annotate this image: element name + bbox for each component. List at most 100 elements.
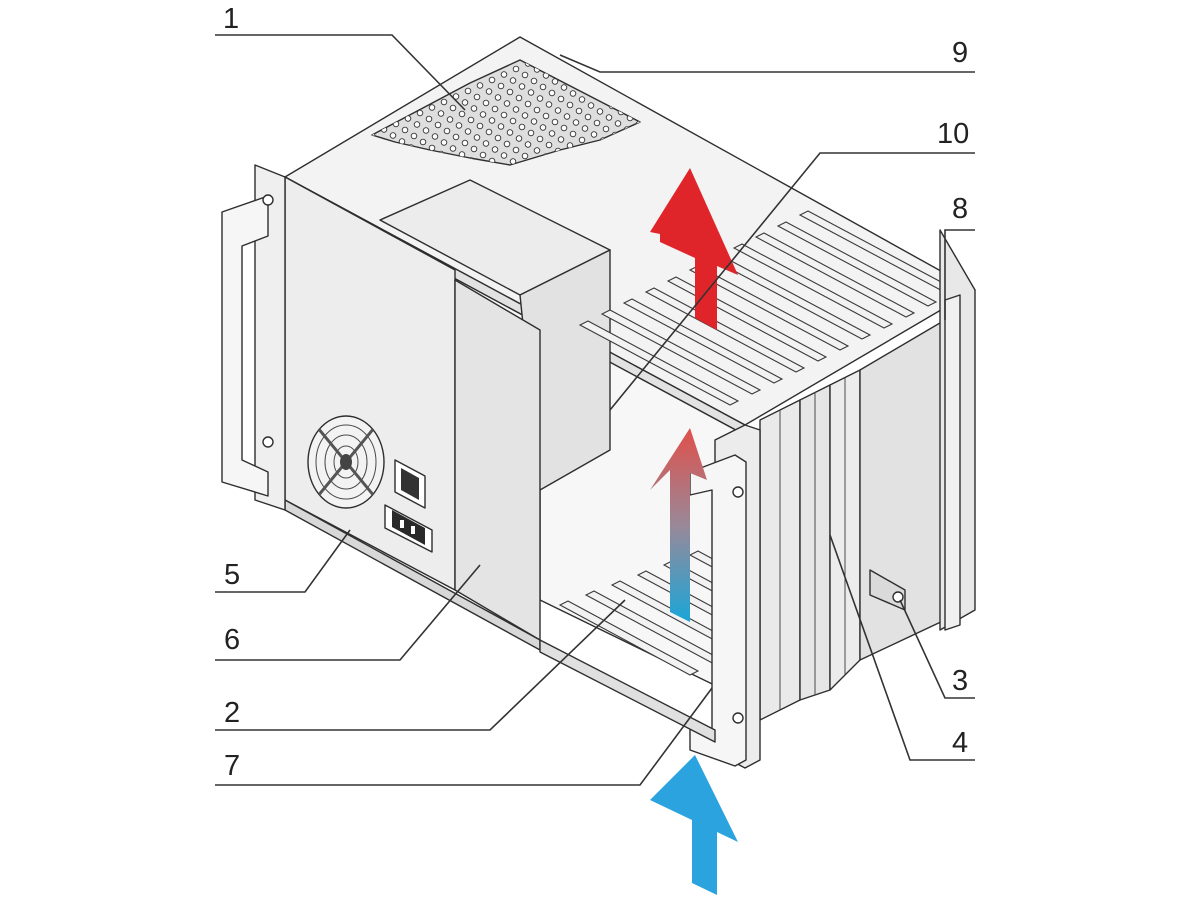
- perforation-hole: [548, 130, 556, 137]
- perforation-hole: [654, 93, 660, 99]
- perforation-hole: [503, 100, 511, 107]
- perforation-hole: [428, 104, 436, 111]
- perforation-hole: [536, 95, 544, 102]
- perforation-hole: [452, 93, 460, 100]
- perforation-hole: [554, 107, 562, 114]
- perforation-hole: [669, 76, 675, 82]
- perforation-hole: [443, 127, 451, 135]
- perforation-hole: [602, 125, 610, 133]
- perforation-hole: [494, 94, 502, 101]
- perforation-hole: [557, 95, 565, 103]
- perforation-hole: [551, 118, 559, 126]
- perforation-hole: [654, 52, 660, 58]
- perforation-hole: [500, 111, 508, 119]
- perforation-hole: [479, 151, 487, 159]
- perforation-hole: [518, 123, 526, 131]
- perforation-hole: [464, 128, 472, 135]
- leader-9: [559, 54, 975, 73]
- perforation-hole: [581, 125, 589, 132]
- perforation-hole: [539, 83, 547, 91]
- perforation-hole: [497, 82, 505, 90]
- perforation-hole: [512, 146, 520, 154]
- perforation-hole: [542, 112, 550, 120]
- perforation-hole: [693, 65, 699, 71]
- perforation-hole: [500, 71, 508, 78]
- perforation-hole: [437, 110, 445, 117]
- perforation-hole: [702, 111, 708, 117]
- label-1: 1: [223, 3, 239, 35]
- perforation-hole: [651, 104, 657, 110]
- perforation-hole: [648, 75, 654, 81]
- leader-5: [215, 529, 351, 593]
- card-guide-rail: [578, 320, 740, 406]
- perforation-hole: [488, 117, 496, 124]
- card-guide-rails-top: [578, 210, 960, 406]
- perforation-hole: [657, 81, 663, 87]
- perforation-hole: [612, 51, 618, 57]
- left-handle: [221, 164, 286, 511]
- cool-air-arrow: [650, 755, 738, 895]
- perforation-hole: [582, 45, 588, 51]
- perforation-hole: [476, 82, 484, 89]
- label-9: 9: [952, 37, 968, 69]
- card-guide-rail: [732, 243, 894, 329]
- perforation-hole: [632, 91, 640, 99]
- perforation-hole: [530, 77, 538, 85]
- perforation-hole: [479, 111, 487, 118]
- perforation-hole: [726, 100, 732, 106]
- perforation-hole: [530, 118, 538, 125]
- perforation-hole: [645, 46, 651, 52]
- perforation-hole: [482, 99, 490, 107]
- card-guide-rail: [600, 309, 762, 395]
- perforation-hole: [527, 129, 535, 137]
- perforation-hole: [410, 132, 418, 140]
- perforation-hole: [449, 104, 457, 112]
- perforation-hole: [593, 119, 601, 127]
- rear-panel: [869, 229, 976, 631]
- perforation-hole: [533, 147, 541, 154]
- perforation-hole: [606, 34, 612, 40]
- perforation-hole: [560, 84, 568, 91]
- perforation-hole: [527, 89, 535, 96]
- perforation-hole: [624, 46, 630, 52]
- perforation-hole: [509, 158, 517, 165]
- perforation-hole: [609, 22, 615, 28]
- perforation-hole: [518, 83, 526, 90]
- perforation-hole: [509, 77, 517, 84]
- perforation-hole: [551, 78, 559, 85]
- perforation-hole: [464, 87, 472, 95]
- card-guide-rail: [776, 221, 938, 307]
- perforation-hole: [657, 41, 663, 47]
- perforation-hole: [714, 106, 720, 112]
- perforation-hole: [648, 35, 654, 41]
- perforation-hole: [563, 113, 571, 120]
- label-8: 8: [952, 193, 968, 225]
- perforation-hole: [666, 87, 672, 93]
- perforation-hole: [639, 29, 645, 35]
- perforation-hole: [449, 145, 457, 152]
- perforation-hole: [515, 94, 523, 102]
- perforation-hole: [696, 94, 702, 100]
- hot-air-arrow: [650, 168, 738, 330]
- perforation-hole: [572, 119, 580, 126]
- perforation-hole: [533, 106, 541, 114]
- perforation-hole: [497, 123, 505, 130]
- card-guide-rail: [558, 600, 700, 676]
- perforation-hole: [548, 89, 556, 97]
- perforation-hole: [473, 93, 481, 101]
- perforation-hole: [539, 124, 547, 131]
- card-guide-rail: [644, 287, 806, 373]
- perforation-hole: [476, 122, 484, 130]
- label-4: 4: [952, 727, 968, 759]
- perforation-hole: [642, 98, 648, 104]
- perforation-hole: [642, 58, 648, 64]
- perforation-hole: [690, 117, 696, 123]
- perforation-hole: [470, 145, 478, 153]
- perforation-hole: [488, 76, 496, 84]
- perforation-hole: [509, 117, 517, 125]
- perforation-hole: [590, 131, 598, 138]
- perforation-hole: [605, 73, 613, 81]
- label-10: 10: [937, 118, 969, 150]
- leader-10: [609, 152, 975, 411]
